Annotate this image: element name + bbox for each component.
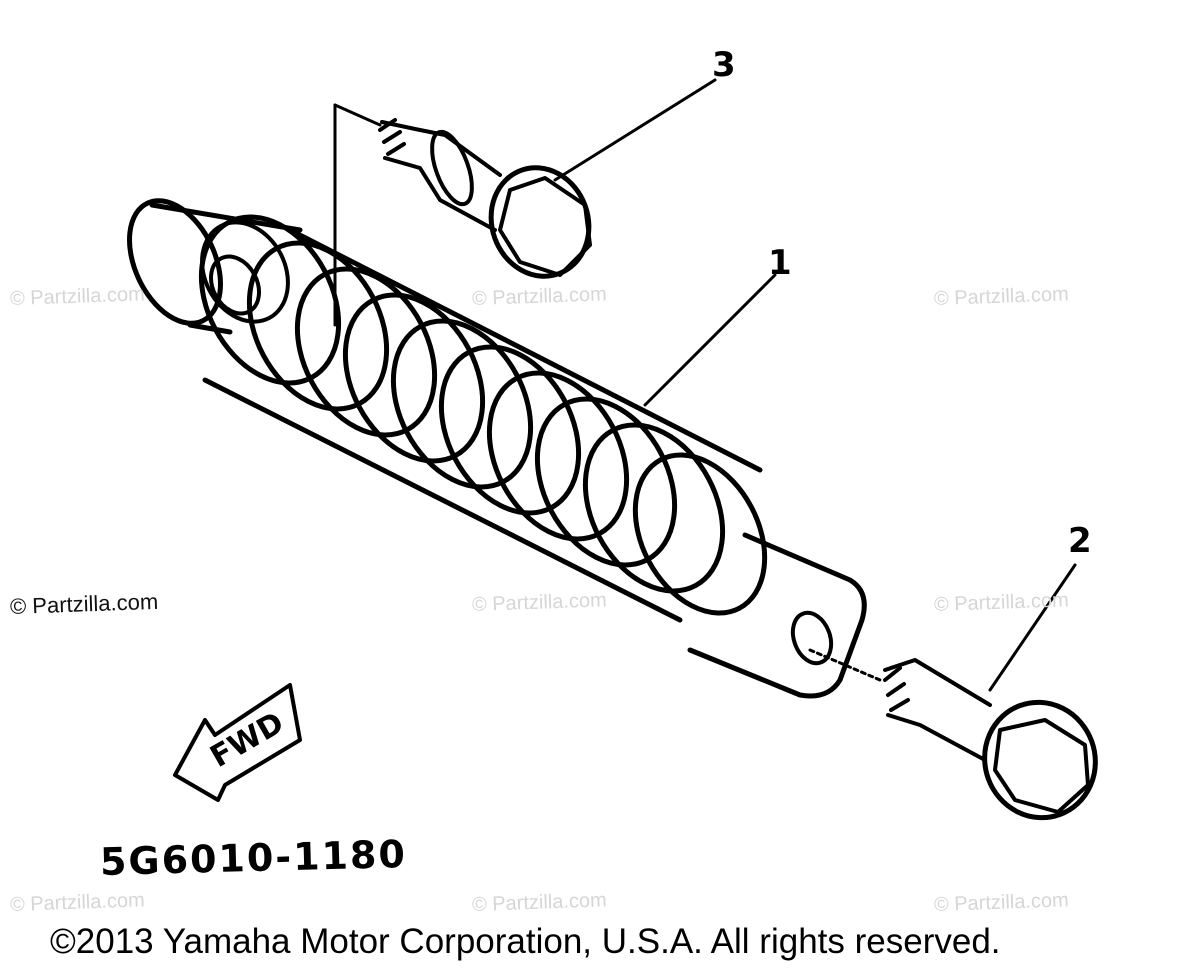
callout-part-2: 2 bbox=[1068, 521, 1092, 561]
callout-part-1: 1 bbox=[768, 243, 792, 283]
leader-lines bbox=[333, 78, 1077, 692]
watermark: © Partzilla.com bbox=[933, 283, 1070, 310]
bolt-upper bbox=[378, 118, 592, 279]
watermark: © Partzilla.com bbox=[933, 589, 1070, 616]
watermark: © Partzilla.com bbox=[471, 283, 608, 310]
callout-part-3: 3 bbox=[712, 45, 736, 85]
shock-absorber bbox=[127, 198, 867, 699]
watermark: © Partzilla.com bbox=[9, 283, 146, 310]
diagram-code: 5G6010-1180 bbox=[99, 831, 408, 884]
bolt-lower bbox=[883, 658, 1098, 821]
watermark: © Partzilla.com bbox=[471, 889, 608, 916]
watermark: © Partzilla.com bbox=[9, 588, 159, 619]
watermark: © Partzilla.com bbox=[9, 889, 146, 916]
copyright-notice: ©2013 Yamaha Motor Corporation, U.S.A. A… bbox=[50, 922, 1001, 961]
watermark: © Partzilla.com bbox=[933, 889, 1070, 916]
fwd-arrow-icon: FWD bbox=[173, 683, 302, 802]
watermark: © Partzilla.com bbox=[471, 589, 608, 616]
